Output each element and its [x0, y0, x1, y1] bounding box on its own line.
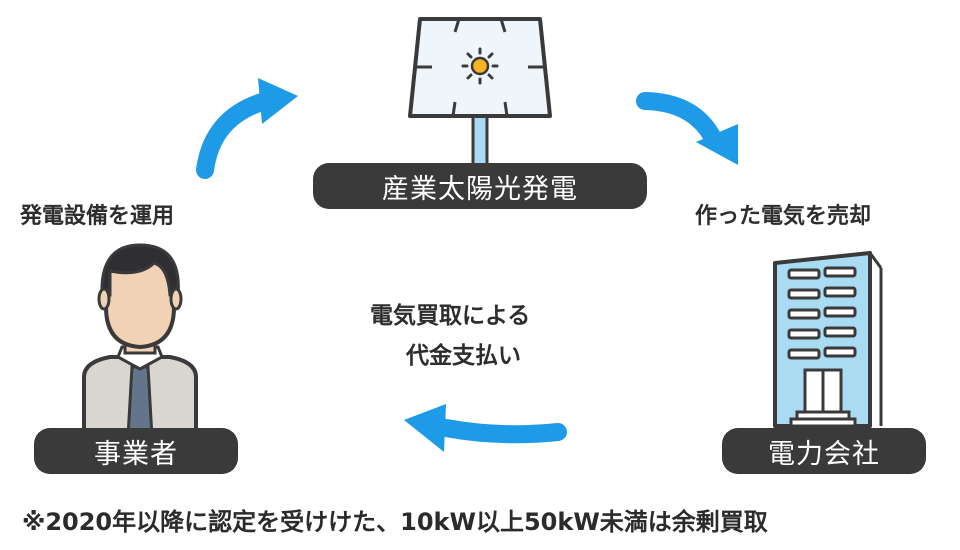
solar-node-text: 産業太陽光発電	[382, 173, 578, 205]
solar-node-label: 産業太陽光発電	[313, 163, 647, 209]
sell-label: 作った電気を売却	[695, 204, 872, 229]
business-node-label: 事業者	[34, 428, 238, 474]
business-node-text: 事業者	[94, 438, 178, 470]
businessman-icon	[82, 243, 198, 439]
utility-node-label: 電力会社	[722, 428, 926, 474]
office-building-icon	[773, 251, 883, 428]
footnote: ※2020年以降に認定を受けけた、10kW以上50kW未満は余剰買取	[22, 508, 768, 536]
utility-node-text: 電力会社	[768, 438, 880, 470]
payment-label-line1: 電気買取による	[370, 303, 531, 329]
operate-label: 発電設備を運用	[20, 204, 175, 229]
solar-panel-icon	[408, 17, 552, 168]
payment-label-line2: 代金支払い	[406, 343, 521, 369]
